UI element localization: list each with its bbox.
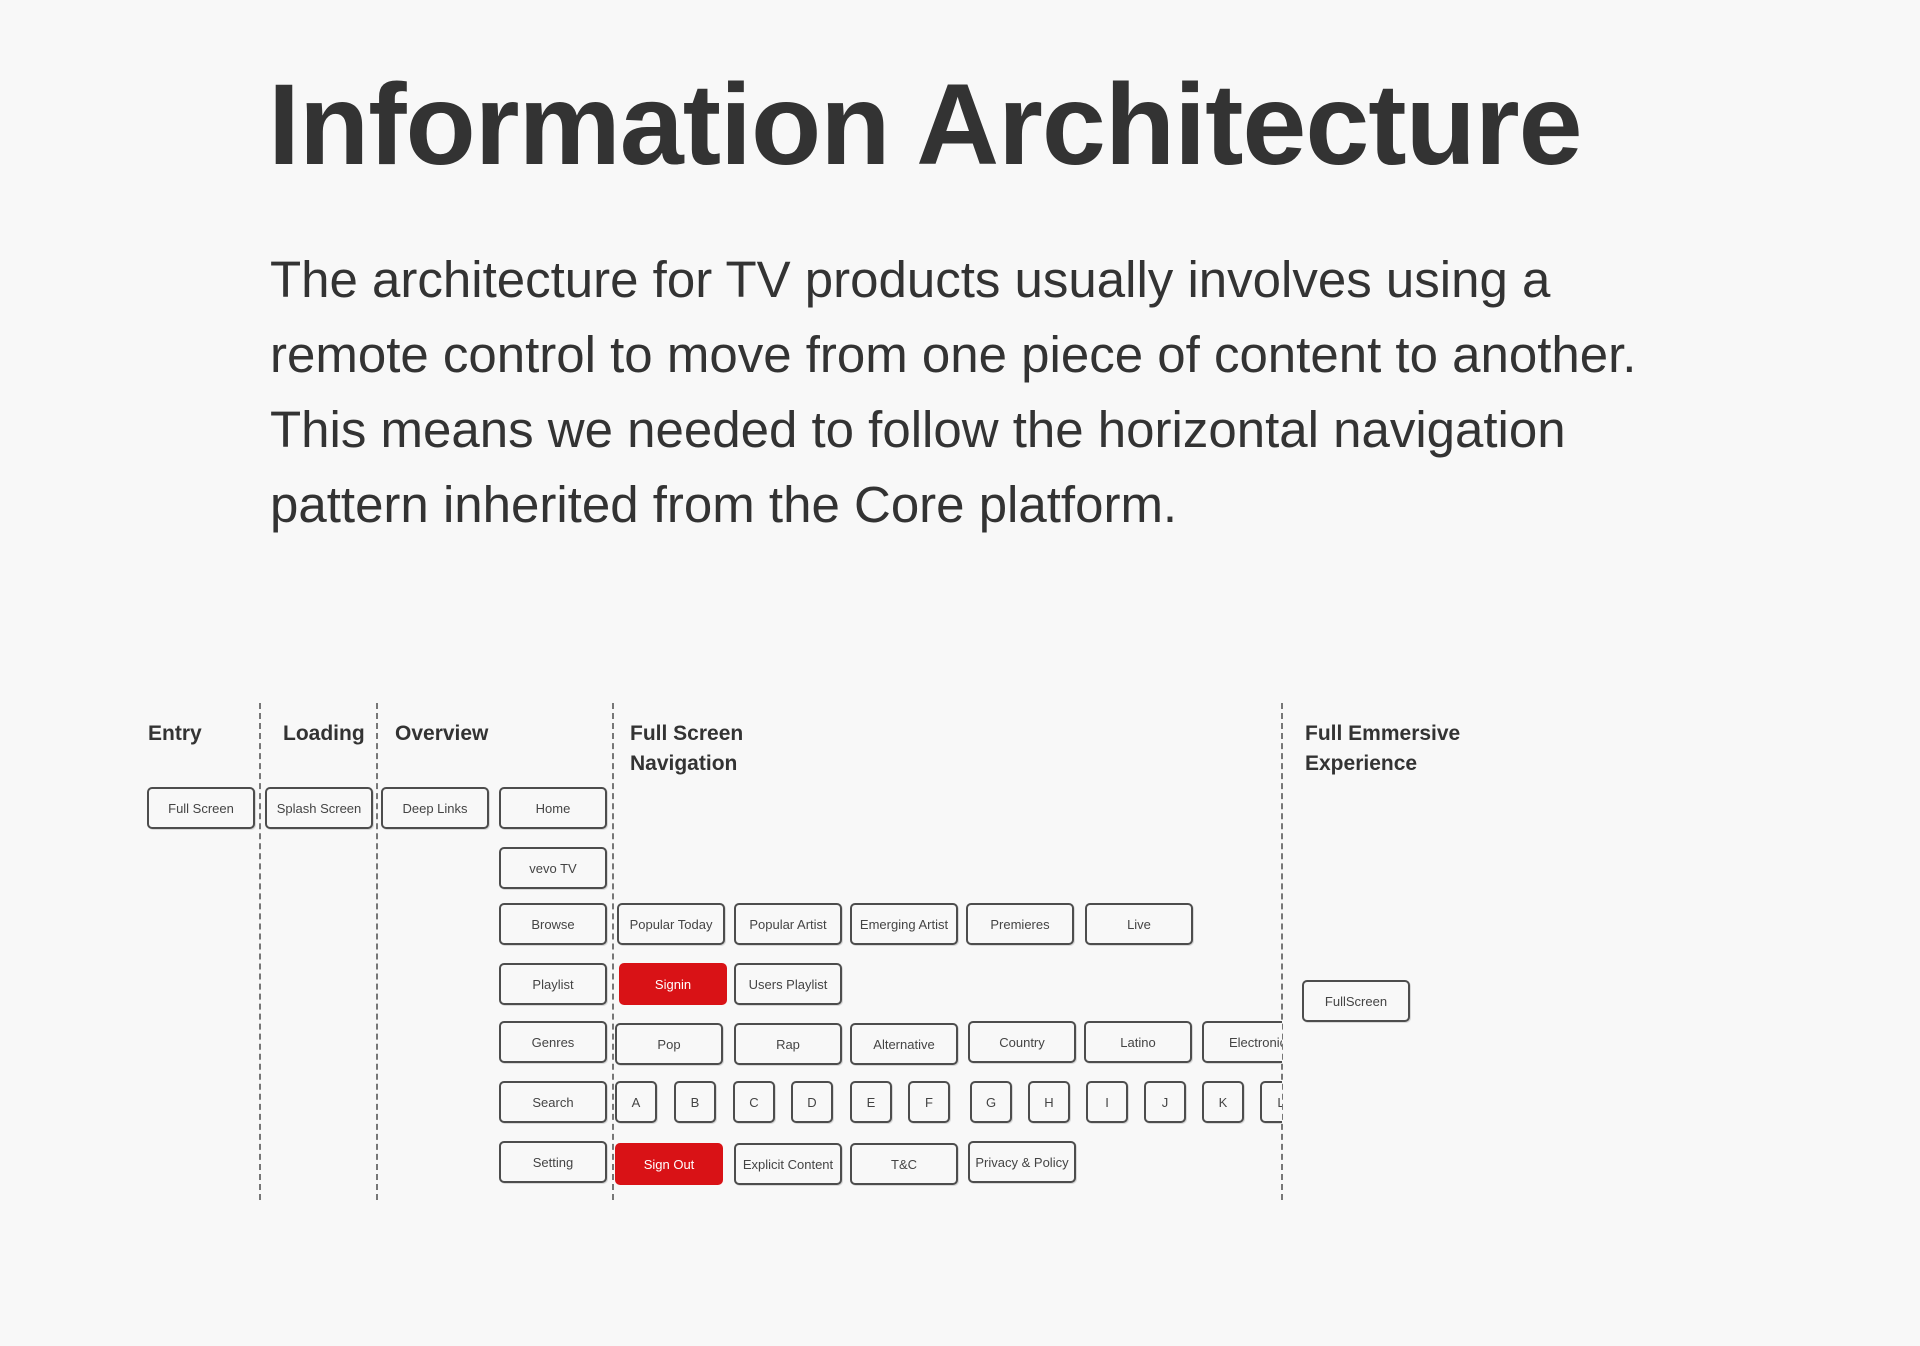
node-genres: Genres <box>499 1021 607 1063</box>
page-title: Information Architecture <box>268 61 1583 189</box>
node-letter-e: E <box>850 1081 892 1123</box>
column-divider <box>376 703 378 1200</box>
node-signin: Signin <box>619 963 727 1005</box>
diagram-nodes: Full Screen Splash Screen Deep Links Hom… <box>147 787 1282 1185</box>
node-popular-today: Popular Today <box>617 903 725 945</box>
node-country: Country <box>968 1021 1076 1063</box>
node-rap: Rap <box>734 1023 842 1065</box>
node-home: Home <box>499 787 607 829</box>
node-terms-and-conditions: T&C <box>850 1143 958 1185</box>
column-heading-loading: Loading <box>283 722 365 745</box>
node-alternative: Alternative <box>850 1023 958 1065</box>
column-heading-overview: Overview <box>395 722 489 745</box>
node-sign-out: Sign Out <box>615 1143 723 1185</box>
node-fullscreen: FullScreen <box>1302 980 1410 1022</box>
column-divider <box>1281 703 1283 1200</box>
node-letter-d: D <box>791 1081 833 1123</box>
column-heading-full-screen-navigation: Full Screen Navigation <box>630 722 744 775</box>
node-splash-screen: Splash Screen <box>265 787 373 829</box>
node-letter-f: F <box>908 1081 950 1123</box>
node-letter-a: A <box>615 1081 657 1123</box>
node-deep-links: Deep Links <box>381 787 489 829</box>
column-divider <box>612 703 614 1200</box>
node-letter-g: G <box>970 1081 1012 1123</box>
column-heading-entry: Entry <box>148 722 202 745</box>
node-letter-h: H <box>1028 1081 1070 1123</box>
node-electronic: Electronic <box>1202 1021 1282 1063</box>
column-divider <box>259 703 261 1200</box>
node-emerging-artist: Emerging Artist <box>850 903 958 945</box>
node-letter-i: I <box>1086 1081 1128 1123</box>
node-privacy-policy: Privacy & Policy <box>968 1141 1076 1183</box>
node-explicit-content: Explicit Content <box>734 1143 842 1185</box>
node-premieres: Premieres <box>966 903 1074 945</box>
intro-paragraph: The architecture for TV products usually… <box>270 251 1637 533</box>
column-heading-full-emmersive-experience: Full Emmersive Experience <box>1305 722 1461 775</box>
node-letter-k: K <box>1202 1081 1244 1123</box>
node-browse: Browse <box>499 903 607 945</box>
node-full-screen: Full Screen <box>147 787 255 829</box>
node-letter-c: C <box>733 1081 775 1123</box>
node-letter-b: B <box>674 1081 716 1123</box>
node-playlist: Playlist <box>499 963 607 1005</box>
node-letter-j: J <box>1144 1081 1186 1123</box>
node-setting: Setting <box>499 1141 607 1183</box>
node-search: Search <box>499 1081 607 1123</box>
node-popular-artist: Popular Artist <box>734 903 842 945</box>
node-users-playlist: Users Playlist <box>734 963 842 1005</box>
node-vevo-tv: vevo TV <box>499 847 607 889</box>
node-letter-l: L <box>1260 1081 1282 1123</box>
node-latino: Latino <box>1084 1021 1192 1063</box>
node-live: Live <box>1085 903 1193 945</box>
node-pop: Pop <box>615 1023 723 1065</box>
